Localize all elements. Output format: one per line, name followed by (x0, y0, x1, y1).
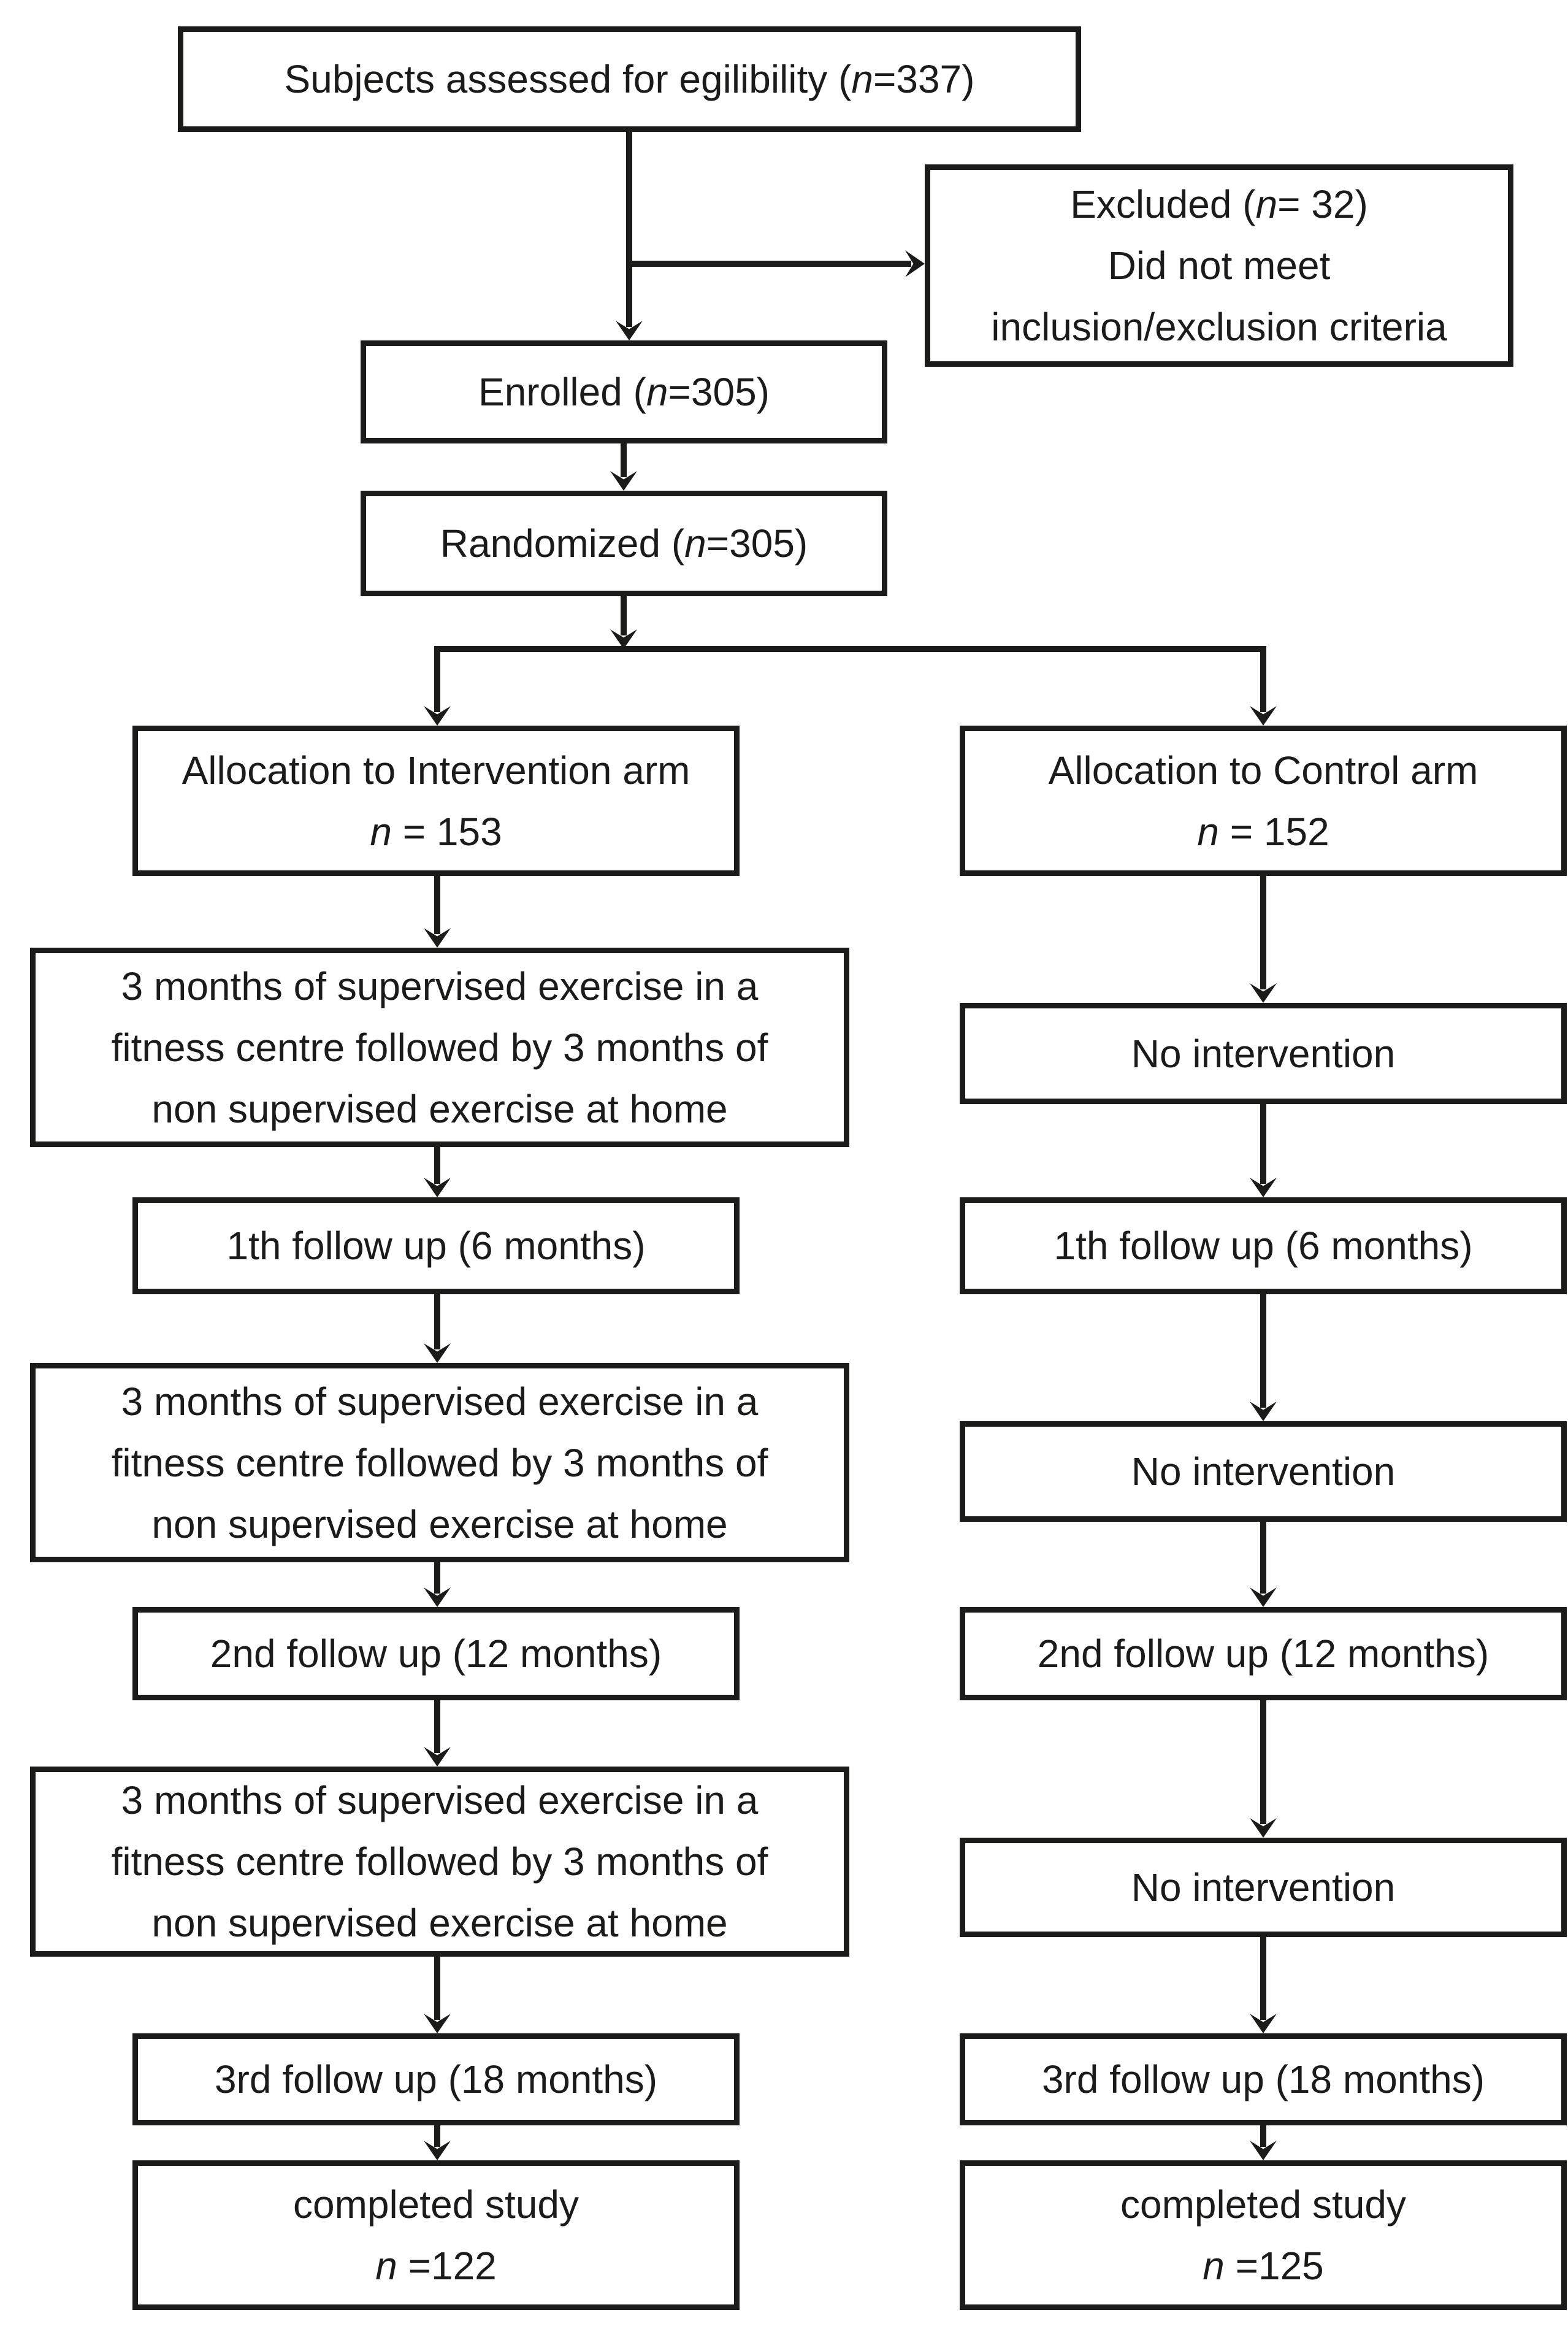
box-text: 3 months of supervised exercise in a (121, 964, 759, 1008)
box-text: Allocation to Intervention arm (182, 748, 690, 792)
arrow-followup1-to-phase2-shaft (434, 1294, 440, 1349)
box-text: Allocation to Control arm (1048, 748, 1478, 792)
box-followup3-control: 3rd follow up (18 months) (960, 2033, 1567, 2125)
box-text: non supervised exercise at home (151, 1901, 728, 1945)
box-text: inclusion/exclusion criteria (991, 305, 1447, 349)
arrow-nointervention3-to-followup3-shaft (1260, 1937, 1266, 2020)
box-no-intervention-3: No intervention (960, 1838, 1567, 1937)
box-text: n =122 (375, 2244, 497, 2288)
box-text: 2nd follow up (12 months) (1037, 1632, 1490, 1676)
box-text: 3rd follow up (18 months) (214, 2057, 658, 2101)
box-enrolled: Enrolled (n=305) (361, 340, 887, 443)
box-intervention-phase-2: 3 months of supervised exercise in a fit… (30, 1363, 849, 1562)
arrow-eligibility-to-excluded-shaft (626, 261, 911, 267)
arrow-split-to-allocation-control-shaft (1260, 649, 1266, 712)
box-text: 2nd follow up (12 months) (210, 1632, 662, 1676)
arrow-phase1-to-followup1-shaft (434, 1147, 440, 1184)
box-text: No intervention (1131, 1031, 1396, 1076)
box-text: No intervention (1131, 1865, 1396, 1909)
arrow-eligibility-to-enrolled-shaft (626, 132, 632, 327)
box-intervention-phase-3: 3 months of supervised exercise in a fit… (30, 1767, 849, 1957)
arrow-enrolled-to-randomized-shaft (621, 443, 627, 477)
arrow-followup3-to-completed-intervention-shaft (434, 2125, 440, 2147)
box-text: fitness centre followed by 3 months of (111, 1440, 768, 1485)
box-subjects-assessed: Subjects assessed for egilibility (n=337… (178, 26, 1081, 132)
box-text: fitness centre followed by 3 months of (111, 1025, 768, 1070)
arrow-followup3-to-completed-control-shaft (1260, 2125, 1266, 2147)
box-text: fitness centre followed by 3 months of (111, 1840, 768, 1884)
box-text: No intervention (1131, 1449, 1396, 1494)
box-text: n =125 (1203, 2244, 1324, 2288)
box-followup1-control: 1th follow up (6 months) (960, 1197, 1567, 1294)
arrow-followup1-to-nointervention2-shaft (1260, 1294, 1266, 1408)
arrow-nointervention1-to-followup1-shaft (1260, 1104, 1266, 1184)
box-text: 3 months of supervised exercise in a (121, 1778, 759, 1822)
box-randomized: Randomized (n=305) (361, 491, 887, 596)
box-text: 3rd follow up (18 months) (1041, 2057, 1485, 2101)
arrow-followup2-to-nointervention3-shaft (1260, 1700, 1266, 1824)
arrow-randomized-to-split-shaft (621, 596, 627, 635)
box-text: Subjects assessed for egilibility (n=337… (284, 57, 975, 101)
arrow-nointervention2-to-followup2-shaft (1260, 1522, 1266, 1594)
arrow-allocation-to-phase1-shaft (434, 876, 440, 934)
box-text: completed study (1120, 2182, 1407, 2227)
box-text: completed study (293, 2182, 579, 2227)
box-excluded: Excluded (n= 32) Did not meet inclusion/… (925, 164, 1513, 367)
box-text: non supervised exercise at home (151, 1086, 728, 1131)
box-text: Randomized (n=305) (440, 521, 808, 566)
box-followup2-control: 2nd follow up (12 months) (960, 1607, 1567, 1700)
box-text: Excluded (n= 32) (1070, 182, 1368, 226)
box-text: 3 months of supervised exercise in a (121, 1379, 759, 1424)
box-text: n = 152 (1197, 809, 1329, 854)
arrow-followup2-to-phase3-shaft (434, 1700, 440, 1753)
arrow-phase2-to-followup2-shaft (434, 1562, 440, 1594)
box-allocation-control: Allocation to Control arm n = 152 (960, 726, 1567, 876)
box-text: 1th follow up (6 months) (226, 1224, 646, 1268)
split-line (434, 646, 1266, 652)
box-completed-control: completed study n =125 (960, 2160, 1567, 2310)
box-text: 1th follow up (6 months) (1054, 1224, 1473, 1268)
box-text: Did not meet (1107, 244, 1331, 288)
box-completed-intervention: completed study n =122 (132, 2160, 740, 2310)
box-followup3-intervention: 3rd follow up (18 months) (132, 2033, 740, 2125)
arrow-split-to-allocation-intervention-shaft (434, 649, 440, 712)
box-text: n = 153 (370, 809, 502, 854)
arrow-allocation-to-nointervention1-shaft (1260, 876, 1266, 989)
box-followup1-intervention: 1th follow up (6 months) (132, 1197, 740, 1294)
box-allocation-intervention: Allocation to Intervention arm n = 153 (132, 726, 740, 876)
box-followup2-intervention: 2nd follow up (12 months) (132, 1607, 740, 1700)
box-no-intervention-1: No intervention (960, 1003, 1567, 1104)
box-intervention-phase-1: 3 months of supervised exercise in a fit… (30, 948, 849, 1147)
arrow-phase3-to-followup3-shaft (434, 1957, 440, 2020)
box-no-intervention-2: No intervention (960, 1421, 1567, 1522)
box-text: Enrolled (n=305) (478, 370, 770, 414)
box-text: non supervised exercise at home (151, 1502, 728, 1546)
